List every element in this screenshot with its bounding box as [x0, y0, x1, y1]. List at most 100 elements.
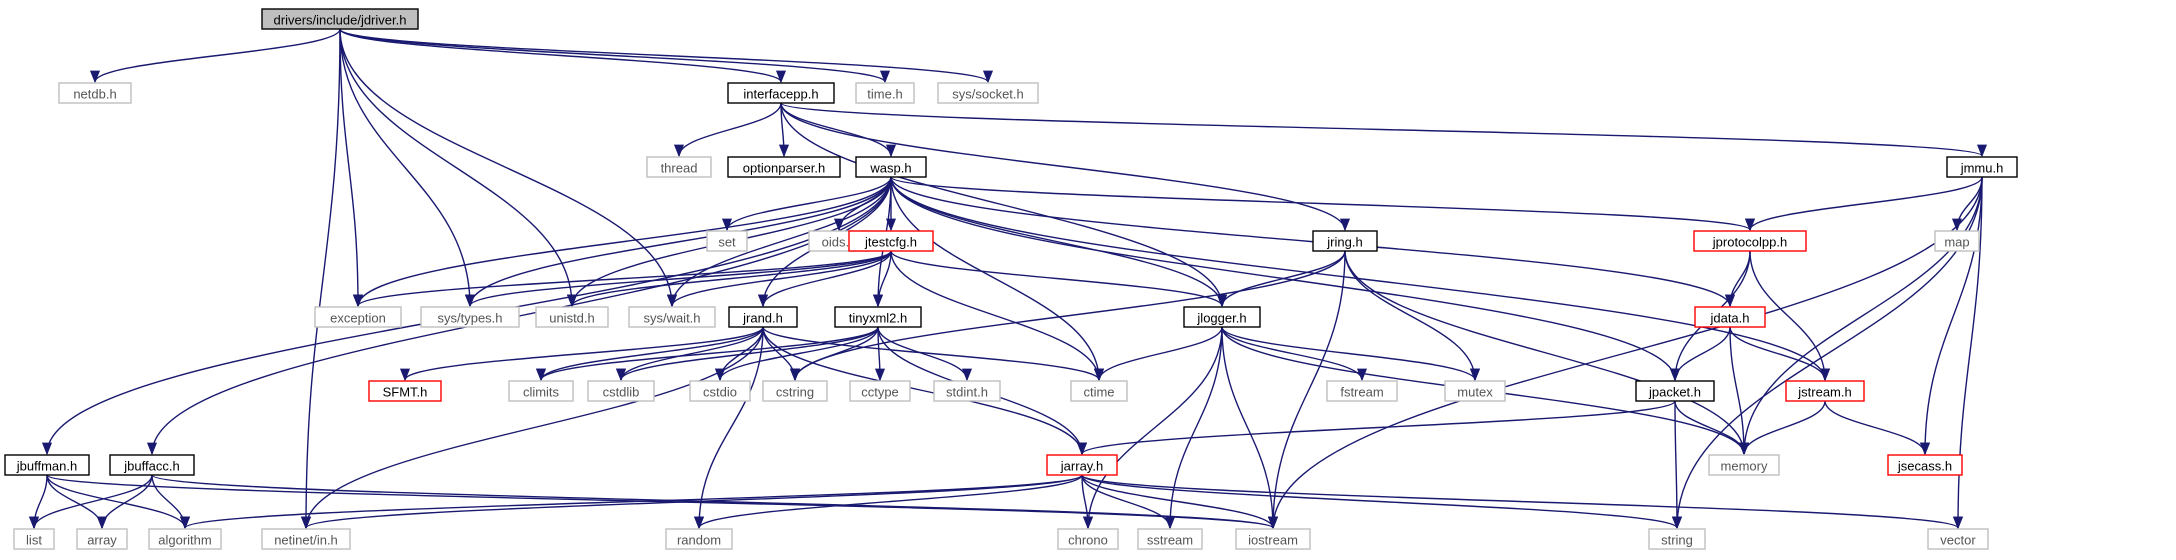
node-ctime[interactable]: ctime	[1070, 380, 1128, 402]
node-box-jarray	[1046, 454, 1118, 476]
node-box-cstdio	[689, 380, 751, 402]
node-interfacepp[interactable]: interfacepp.h	[727, 82, 835, 104]
node-box-list	[13, 528, 55, 550]
node-vector[interactable]: vector	[1927, 528, 1989, 550]
edge-wasp-to-jbuffacc	[147, 176, 892, 456]
node-map[interactable]: map	[1934, 230, 1980, 252]
node-jring[interactable]: jring.h	[1312, 230, 1378, 252]
node-box-cstdlib	[587, 380, 655, 402]
node-set[interactable]: set	[706, 230, 748, 252]
node-jsecass[interactable]: jsecass.h	[1887, 454, 1963, 476]
node-label-climits: climits	[523, 385, 560, 400]
node-iostream[interactable]: iostream	[1235, 528, 1311, 550]
node-box-exception	[314, 306, 402, 328]
node-label-iostream: iostream	[1248, 533, 1298, 548]
node-label-fstream: fstream	[1340, 385, 1383, 400]
edge-jtestcfg-to-jrand	[758, 250, 892, 308]
node-cctype[interactable]: cctype	[849, 380, 911, 402]
node-random[interactable]: random	[665, 528, 733, 550]
node-algorithm[interactable]: algorithm	[148, 528, 222, 550]
edge-jrand-to-sfmt	[400, 326, 764, 382]
edge-jdriver-to-syswait	[339, 28, 678, 308]
node-jrand[interactable]: jrand.h	[728, 306, 798, 328]
node-label-jdriver: drivers/include/jdriver.h	[274, 13, 407, 28]
node-thread[interactable]: thread	[646, 156, 712, 178]
edge-jrand-to-climits	[536, 326, 764, 382]
node-chrono[interactable]: chrono	[1057, 528, 1119, 550]
node-cstdlib[interactable]: cstdlib	[587, 380, 655, 402]
node-label-unistd: unistd.h	[549, 311, 595, 326]
node-jpacket[interactable]: jpacket.h	[1635, 380, 1715, 402]
edge-tinyxml2-to-climits	[536, 326, 879, 382]
node-label-map: map	[1944, 235, 1969, 250]
node-climits[interactable]: climits	[508, 380, 574, 402]
edge-jdriver-to-timeh	[339, 28, 890, 84]
node-box-jdriver	[261, 8, 419, 30]
node-jmmu[interactable]: jmmu.h	[1946, 156, 2018, 178]
edge-jarray-to-chrono	[1081, 474, 1094, 530]
node-mutex[interactable]: mutex	[1444, 380, 1506, 402]
edge-jrand-to-random	[693, 326, 764, 530]
node-netinetin[interactable]: netinet/in.h	[261, 528, 351, 550]
node-jprotocolpp[interactable]: jprotocolpp.h	[1693, 230, 1807, 252]
node-sstream[interactable]: sstream	[1137, 528, 1203, 550]
node-jtestcfg[interactable]: jtestcfg.h	[848, 230, 934, 252]
node-label-array: array	[87, 533, 117, 548]
node-label-jtestcfg: jtestcfg.h	[864, 235, 917, 250]
node-syswait[interactable]: sys/wait.h	[628, 306, 716, 328]
node-timeh[interactable]: time.h	[855, 82, 915, 104]
node-box-jsecass	[1887, 454, 1963, 476]
node-optionparser[interactable]: optionparser.h	[727, 156, 841, 178]
node-label-netdb: netdb.h	[73, 87, 116, 102]
node-box-ctime	[1070, 380, 1128, 402]
node-cstring[interactable]: cstring	[762, 380, 828, 402]
node-box-stdint	[933, 380, 1001, 402]
edge-interfacepp-to-thread	[674, 102, 782, 158]
node-box-sfmt	[368, 380, 442, 402]
edge-jdata-to-jpacket	[1669, 326, 1731, 382]
edge-jbuffacc-to-list	[29, 474, 153, 530]
node-tinyxml2[interactable]: tinyxml2.h	[834, 306, 922, 328]
node-label-jmmu: jmmu.h	[1960, 161, 2004, 176]
edge-jarray-to-sstream	[1081, 474, 1175, 530]
node-jdata[interactable]: jdata.h	[1694, 306, 1766, 328]
node-jdriver[interactable]: drivers/include/jdriver.h	[261, 8, 419, 30]
node-memory[interactable]: memory	[1708, 454, 1780, 476]
edge-jlogger-to-ctime	[1094, 326, 1223, 382]
node-cstdio[interactable]: cstdio	[689, 380, 751, 402]
node-jarray[interactable]: jarray.h	[1046, 454, 1118, 476]
node-unistd[interactable]: unistd.h	[535, 306, 609, 328]
edge-tinyxml2-to-cstring	[789, 326, 879, 382]
edge-jrand-to-ctime	[762, 326, 1104, 382]
edge-tinyxml2-to-cstdlib	[616, 326, 879, 382]
node-jstream[interactable]: jstream.h	[1785, 380, 1865, 402]
node-list[interactable]: list	[13, 528, 55, 550]
node-netdb[interactable]: netdb.h	[58, 82, 132, 104]
edge-jtestcfg-to-tinyxml2	[872, 250, 892, 308]
node-sfmt[interactable]: SFMT.h	[368, 380, 442, 402]
node-label-vector: vector	[1940, 533, 1976, 548]
edge-wasp-to-jdata	[890, 176, 1735, 308]
node-label-optionparser: optionparser.h	[743, 161, 825, 176]
node-string[interactable]: string	[1648, 528, 1706, 550]
node-wasp[interactable]: wasp.h	[855, 156, 927, 178]
node-box-memory	[1708, 454, 1780, 476]
node-fstream[interactable]: fstream	[1326, 380, 1398, 402]
node-label-oids: oids.h	[822, 235, 857, 250]
node-array[interactable]: array	[76, 528, 128, 550]
node-label-jbuffacc: jbuffacc.h	[123, 459, 179, 474]
node-stdint[interactable]: stdint.h	[933, 380, 1001, 402]
edge-jdriver-to-netinetin	[300, 28, 341, 530]
node-exception[interactable]: exception	[314, 306, 402, 328]
node-label-netinetin: netinet/in.h	[274, 533, 338, 548]
node-label-string: string	[1661, 533, 1693, 548]
node-jbuffacc[interactable]: jbuffacc.h	[109, 454, 195, 476]
edge-wasp-to-systypes	[465, 176, 892, 308]
node-jlogger[interactable]: jlogger.h	[1183, 306, 1261, 328]
node-label-jarray: jarray.h	[1060, 459, 1103, 474]
node-systypes[interactable]: sys/types.h	[420, 306, 520, 328]
node-jbuffman[interactable]: jbuffman.h	[4, 454, 90, 476]
node-syssocket[interactable]: sys/socket.h	[937, 82, 1039, 104]
edge-jlogger-to-fstream	[1221, 326, 1367, 382]
node-label-systypes: sys/types.h	[437, 311, 502, 326]
